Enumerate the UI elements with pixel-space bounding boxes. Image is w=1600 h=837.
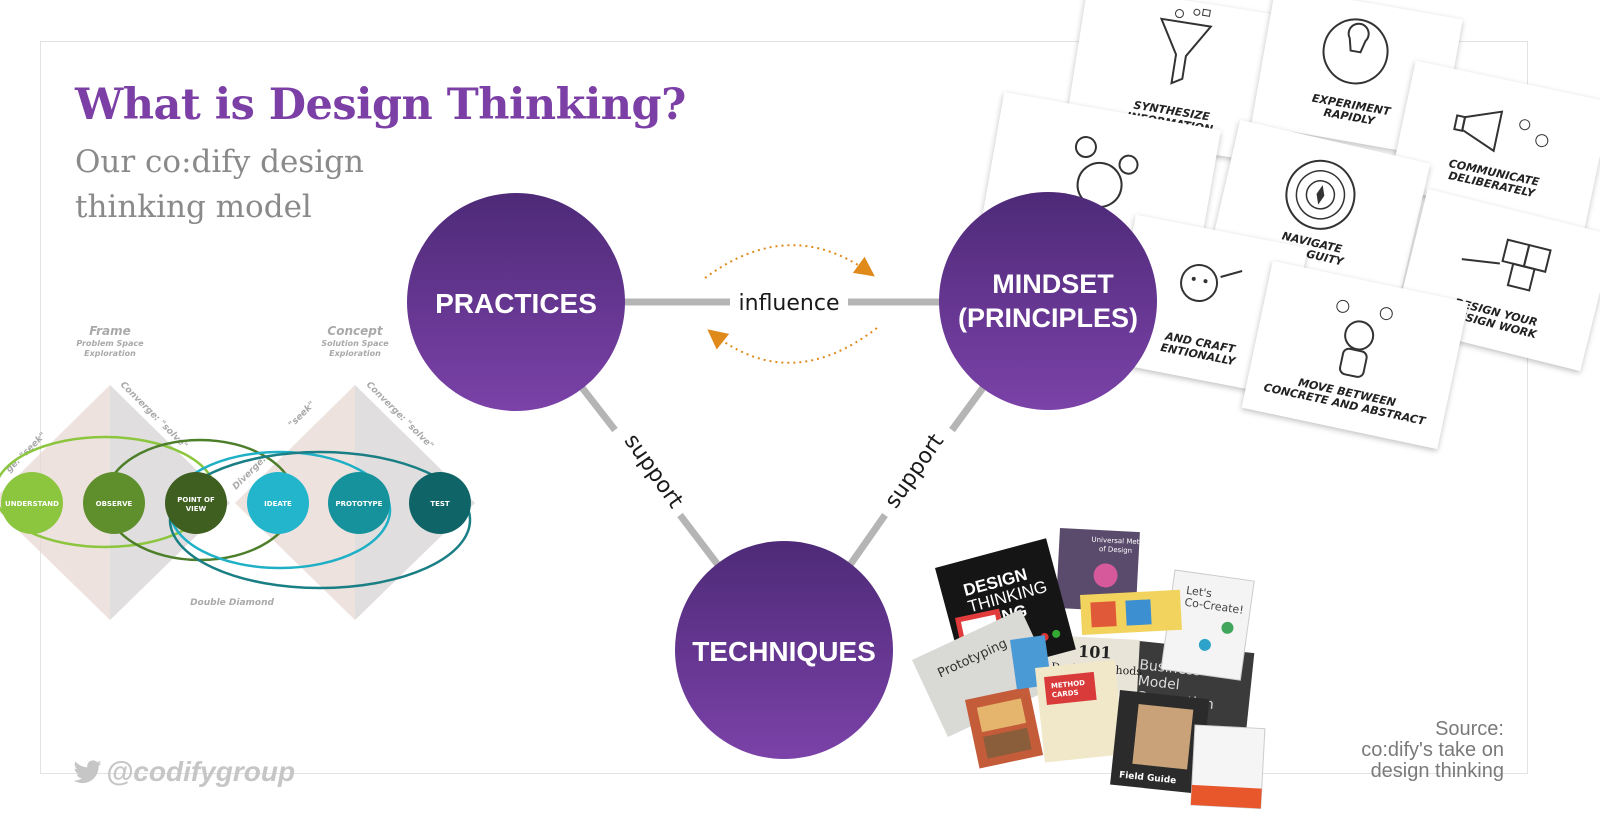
edge-support-left-bottom bbox=[677, 512, 721, 568]
page-subtitle: Our co:dify design thinking model bbox=[75, 140, 435, 230]
twitter-handle: @codifygroup bbox=[74, 756, 295, 788]
book-title: METHOD bbox=[1051, 679, 1086, 691]
stage-test bbox=[409, 472, 471, 534]
juggler-icon bbox=[1336, 299, 1393, 378]
book-field-guide: Field Guide bbox=[1110, 690, 1210, 794]
funnel-icon bbox=[1159, 8, 1213, 85]
influence-arrow-left bbox=[707, 327, 878, 364]
edge-support-right-bottom bbox=[847, 512, 888, 568]
node-mindset bbox=[939, 192, 1157, 410]
book-title: Let's bbox=[1185, 584, 1213, 600]
stage-ideate bbox=[247, 472, 309, 534]
support-left-label: support bbox=[619, 430, 688, 514]
source-line-3: design thinking bbox=[1370, 760, 1504, 782]
twitter-handle-text: @codifygroup bbox=[106, 756, 296, 787]
node-practices bbox=[407, 193, 625, 411]
edge-support-right-top bbox=[949, 382, 988, 433]
book-cards-colorful bbox=[1080, 589, 1182, 635]
stage-prototype bbox=[328, 472, 390, 534]
stage-ideate-label: IDEATE bbox=[264, 500, 292, 508]
twitter-bird-icon bbox=[74, 760, 102, 784]
influence-label: influence bbox=[739, 291, 840, 316]
book-photos bbox=[965, 686, 1044, 769]
node-mindset-label-2: (PRINCIPLES) bbox=[958, 303, 1138, 333]
book-title: Universal Methods bbox=[1091, 536, 1157, 547]
stage-point-of-view bbox=[165, 472, 227, 534]
page-title: What is Design Thinking? bbox=[75, 80, 686, 130]
node-techniques-label: TECHNIQUES bbox=[692, 636, 876, 667]
book-title: 101 bbox=[1078, 642, 1112, 663]
edge-support-left-top bbox=[577, 382, 618, 433]
stage-observe-label: OBSERVE bbox=[96, 500, 133, 508]
book-method-cards: METHOD CARDS bbox=[1035, 659, 1125, 763]
crafting-figure-icon bbox=[1180, 263, 1243, 302]
slide-frame bbox=[40, 41, 1528, 774]
concept-sub1: Solution Space bbox=[321, 339, 389, 348]
book-universal-methods: Universal Methods of Design bbox=[1055, 528, 1157, 613]
subtitle-line-2: thinking model bbox=[75, 189, 312, 225]
stage-prototype-label: PROTOTYPE bbox=[336, 500, 383, 508]
stage-pov-label-2: VIEW bbox=[186, 505, 207, 513]
stage-understand-label: UNDERSTAND bbox=[5, 500, 59, 508]
book-title: of Design bbox=[1099, 545, 1133, 555]
lightbulb-cycle-icon bbox=[1322, 18, 1389, 85]
stage-observe bbox=[83, 472, 145, 534]
principle-card: SYNTHESIZEINFORMATION bbox=[1064, 0, 1291, 164]
labyrinth-icon bbox=[1285, 159, 1356, 230]
stage-understand bbox=[1, 472, 63, 534]
source-line-1: Source: bbox=[1435, 718, 1504, 740]
source-line-2: co:dify's take on bbox=[1361, 739, 1504, 761]
ellipse-ideate-test bbox=[168, 450, 472, 590]
frame-sub1: Problem Space bbox=[76, 339, 144, 348]
frame-sub2: Exploration bbox=[84, 349, 136, 358]
source-note: Source: co:dify's take on design thinkin… bbox=[1284, 719, 1504, 782]
support-right-label: support bbox=[880, 429, 949, 513]
megaphone-icon bbox=[1453, 110, 1549, 153]
book-orange-box bbox=[1190, 724, 1266, 810]
node-practices-label: PRACTICES bbox=[435, 288, 597, 319]
stage-pov-label-1: POINT OF bbox=[177, 496, 215, 504]
frame-label: Frame bbox=[89, 324, 131, 338]
book-title: CARDS bbox=[1052, 689, 1079, 700]
double-diamond-footer: Double Diamond bbox=[190, 598, 274, 608]
concept-label: Concept bbox=[327, 324, 383, 338]
book-title: Model bbox=[1137, 673, 1180, 693]
stage-test-label: TEST bbox=[430, 500, 450, 508]
puzzle-hand-icon bbox=[1461, 238, 1552, 292]
node-mindset-label-1: MINDSET bbox=[992, 269, 1114, 299]
influence-arrow-right bbox=[704, 244, 875, 279]
node-techniques bbox=[675, 541, 893, 759]
subtitle-line-1: Our co:dify design bbox=[75, 144, 364, 180]
book-lets-cocreate: Let's Co-Create! bbox=[1160, 569, 1255, 681]
concept-sub2: Exploration bbox=[329, 349, 381, 358]
